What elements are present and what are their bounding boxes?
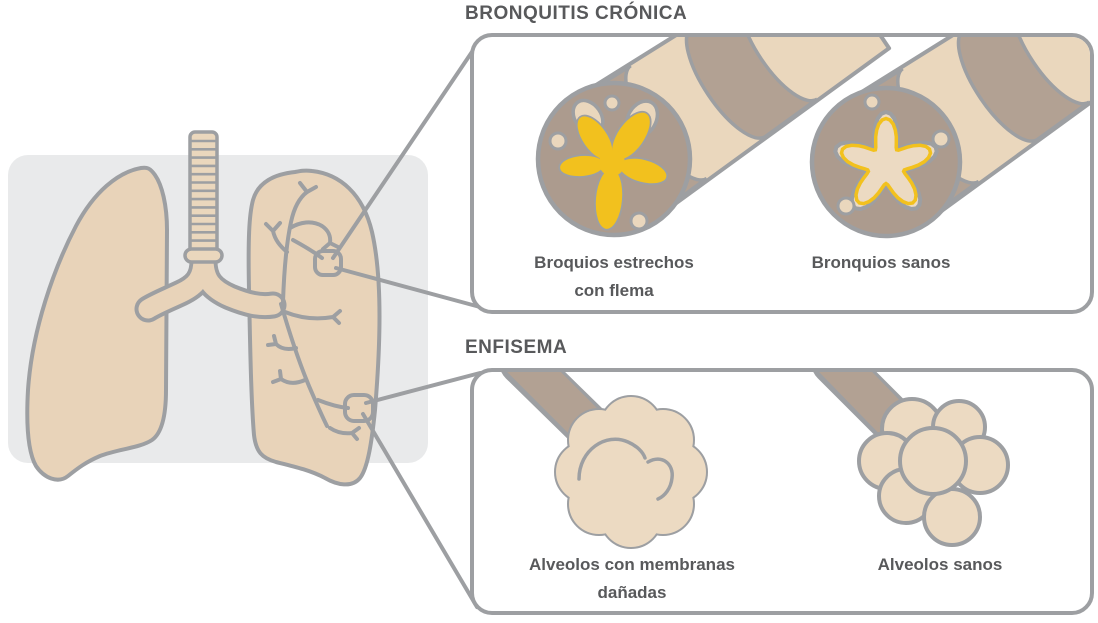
emphysema-title: ENFISEMA bbox=[465, 337, 568, 358]
trachea-icon bbox=[183, 130, 224, 264]
alveoli-comparison-illustration bbox=[501, 372, 1010, 549]
damaged-alveoli-label: Alveolos con membranas dañadas bbox=[529, 555, 735, 602]
healthy-alveoli-label: Alveolos sanos bbox=[877, 555, 1003, 574]
emphysema-panel: Alveolos con membranas dañadas Alveolos … bbox=[470, 368, 1094, 615]
main-bronchi-icon bbox=[134, 247, 287, 323]
healthy-alveoli-icon bbox=[813, 372, 1010, 547]
bronchitis-panel: Broquios estrechos con flema Bronquios s… bbox=[470, 33, 1094, 314]
zoom-marker-bronchi bbox=[313, 249, 343, 277]
bronchi-comparison-illustration bbox=[535, 37, 1090, 239]
diseased-bronchi-label: Broquios estrechos con flema bbox=[534, 253, 694, 300]
zoom-connector-lines bbox=[331, 38, 482, 609]
bronchitis-title: BRONQUITIS CRÓNICA bbox=[465, 3, 688, 24]
narrowed-bronchus-icon bbox=[535, 37, 897, 238]
healthy-bronchus-icon bbox=[809, 37, 1090, 239]
zoom-marker-alveoli bbox=[343, 393, 375, 423]
healthy-bronchi-label: Bronquios sanos bbox=[811, 253, 951, 272]
damaged-alveoli-icon bbox=[501, 372, 708, 549]
left-lung-icon bbox=[25, 165, 170, 482]
bronchial-tree-icon bbox=[264, 181, 361, 441]
